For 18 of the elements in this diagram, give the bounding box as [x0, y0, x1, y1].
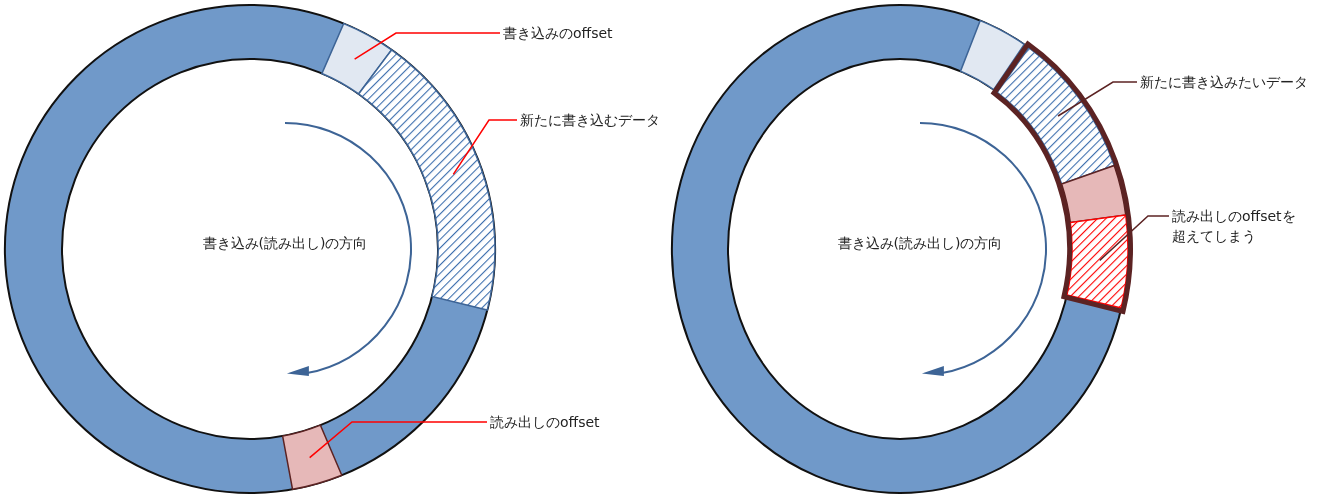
- leader-line: [353, 32, 501, 60]
- hatched-segment: [1066, 214, 1129, 309]
- offset-segment: [1060, 164, 1127, 224]
- leader-line: [452, 119, 518, 176]
- callout-text: 読み出しのoffsetを超えてしまう: [1172, 206, 1304, 246]
- callout-text: 新たに書き込みたいデータ: [1140, 72, 1310, 92]
- direction-label: 書き込み(読み出し)の方向: [202, 234, 368, 253]
- callout-text: 書き込みのoffset: [503, 23, 613, 43]
- offset-segment: [959, 19, 1025, 91]
- callout-text: 読み出しのoffset: [490, 412, 600, 432]
- direction-label: 書き込み(読み出し)の方向: [837, 234, 1003, 253]
- leader-line: [1057, 81, 1138, 117]
- hatched-segment: [996, 46, 1115, 185]
- offset-segment: [281, 424, 343, 491]
- offset-segment: [321, 22, 393, 95]
- callout-text: 新たに書き込むデータ: [520, 110, 660, 130]
- leader-line: [308, 421, 488, 459]
- leader-line: [1099, 215, 1170, 262]
